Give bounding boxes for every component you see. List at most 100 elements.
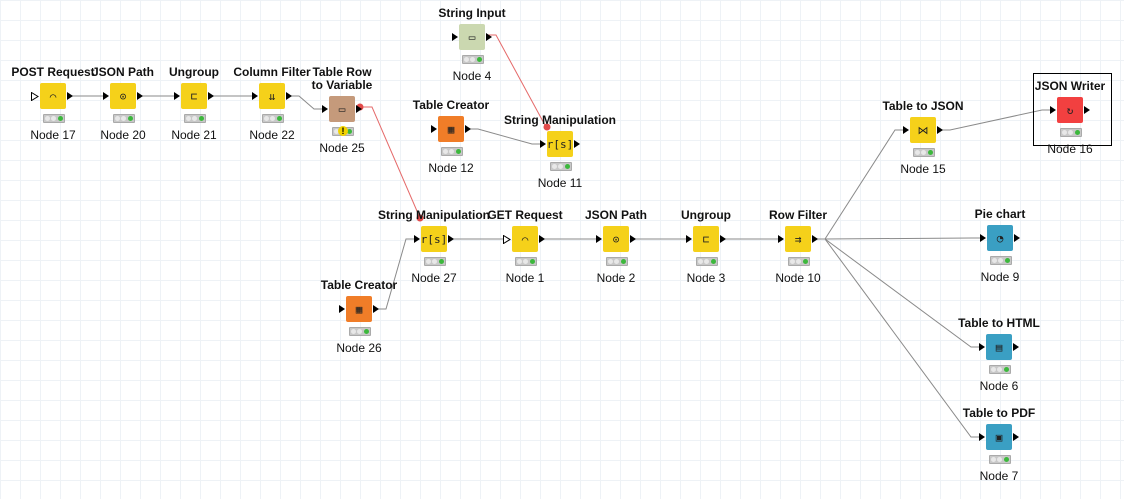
input-port[interactable]	[1050, 106, 1056, 114]
node-icon[interactable]: ▣	[986, 424, 1012, 450]
input-port[interactable]	[903, 126, 909, 134]
status-traffic-light	[990, 256, 1012, 265]
output-port[interactable]	[1013, 433, 1019, 441]
node-id-label: Node 6	[979, 379, 1019, 393]
node-id-label: Node 10	[775, 271, 821, 285]
status-traffic-light	[913, 148, 935, 157]
input-port[interactable]	[503, 235, 511, 244]
node-icon[interactable]: r[s]	[547, 131, 573, 157]
output-port[interactable]	[373, 305, 379, 313]
output-port[interactable]	[356, 105, 362, 113]
node-icon[interactable]: ↻	[1057, 97, 1083, 123]
input-port[interactable]	[596, 235, 602, 243]
node-title: String Input	[438, 6, 506, 20]
node-icon[interactable]: ⊙	[110, 83, 136, 109]
input-port[interactable]	[686, 235, 692, 243]
input-port[interactable]	[452, 33, 458, 41]
output-port[interactable]	[1014, 234, 1020, 242]
node-icon[interactable]: r[s]	[421, 226, 447, 252]
node-icon[interactable]: ⌒	[40, 83, 66, 109]
output-port[interactable]	[286, 92, 292, 100]
status-traffic-light	[989, 455, 1011, 464]
output-port[interactable]	[67, 92, 73, 100]
input-port[interactable]	[979, 343, 985, 351]
node-icon[interactable]: ⇉	[785, 226, 811, 252]
input-port[interactable]	[979, 433, 985, 441]
status-traffic-light	[696, 257, 718, 266]
input-port[interactable]	[339, 305, 345, 313]
status-traffic-light	[515, 257, 537, 266]
node-id-label: Node 1	[505, 271, 545, 285]
node-title: Table to JSON	[882, 99, 964, 113]
warning-icon: !	[338, 126, 348, 136]
node-icon[interactable]: ⊏	[693, 226, 719, 252]
node-id-label: Node 12	[428, 161, 474, 175]
input-port[interactable]	[540, 140, 546, 148]
node-id-label: Node 3	[686, 271, 726, 285]
node-icon[interactable]: ▭	[459, 24, 485, 50]
connection-wire[interactable]	[817, 129, 903, 240]
node-title: String Manipulation	[504, 113, 616, 127]
status-traffic-light	[788, 257, 810, 266]
node-icon[interactable]: ⊙	[603, 226, 629, 252]
status-traffic-light	[989, 365, 1011, 374]
node-icon[interactable]: ▭	[329, 96, 355, 122]
node-icon[interactable]: ▦	[438, 116, 464, 142]
status-traffic-light	[1060, 128, 1082, 137]
output-port[interactable]	[208, 92, 214, 100]
input-port[interactable]	[414, 235, 420, 243]
input-port[interactable]	[174, 92, 180, 100]
node-title: Table to HTML	[958, 316, 1040, 330]
output-port[interactable]	[1013, 343, 1019, 351]
node-icon[interactable]: ⌒	[512, 226, 538, 252]
status-traffic-light	[349, 327, 371, 336]
output-port[interactable]	[812, 235, 818, 243]
input-port[interactable]	[322, 105, 328, 113]
node-icon[interactable]: ⇊	[259, 83, 285, 109]
node-id-label: Node 26	[336, 341, 382, 355]
node-icon[interactable]: ▦	[346, 296, 372, 322]
status-traffic-light	[606, 257, 628, 266]
output-port[interactable]	[720, 235, 726, 243]
input-port[interactable]	[980, 234, 986, 242]
node-id-label: Node 9	[980, 270, 1020, 284]
connection-wire[interactable]	[470, 128, 540, 145]
node-icon[interactable]: ⊏	[181, 83, 207, 109]
output-port[interactable]	[486, 33, 492, 41]
node-icon[interactable]: ⋈	[910, 117, 936, 143]
input-port[interactable]	[778, 235, 784, 243]
input-port[interactable]	[431, 125, 437, 133]
output-port[interactable]	[539, 235, 545, 243]
node-title: Row Filter	[768, 208, 827, 222]
output-port[interactable]	[137, 92, 143, 100]
connection-wire[interactable]	[817, 237, 980, 240]
input-port[interactable]	[103, 92, 109, 100]
output-port[interactable]	[574, 140, 580, 148]
output-port[interactable]	[465, 125, 471, 133]
output-port[interactable]	[630, 235, 636, 243]
status-traffic-light	[43, 114, 65, 123]
node-title: Ungroup	[681, 208, 731, 222]
node-icon[interactable]: ▤	[986, 334, 1012, 360]
node-title: GET Request	[487, 208, 563, 222]
input-port[interactable]	[31, 92, 39, 101]
input-port[interactable]	[252, 92, 258, 100]
output-port[interactable]	[448, 235, 454, 243]
node-id-label: Node 22	[249, 128, 295, 142]
node-icon[interactable]: ◔	[987, 225, 1013, 251]
node-title: String Manipulation	[378, 208, 490, 222]
connection-wire[interactable]	[291, 95, 322, 110]
node-title: Pie chart	[974, 207, 1026, 221]
node-id-label: Node 27	[411, 271, 457, 285]
node-title: Table Creator	[320, 278, 398, 292]
node-title: JSON Path	[584, 208, 647, 222]
output-port[interactable]	[1084, 106, 1090, 114]
node-id-label: Node 25	[319, 141, 365, 155]
node-title: Table Creator	[412, 98, 490, 112]
node-id-label: Node 7	[979, 469, 1019, 483]
output-port[interactable]	[937, 126, 943, 134]
node-id-label: Node 15	[900, 162, 946, 176]
node-title: POST Request	[11, 65, 95, 79]
connection-wire[interactable]	[817, 238, 979, 348]
